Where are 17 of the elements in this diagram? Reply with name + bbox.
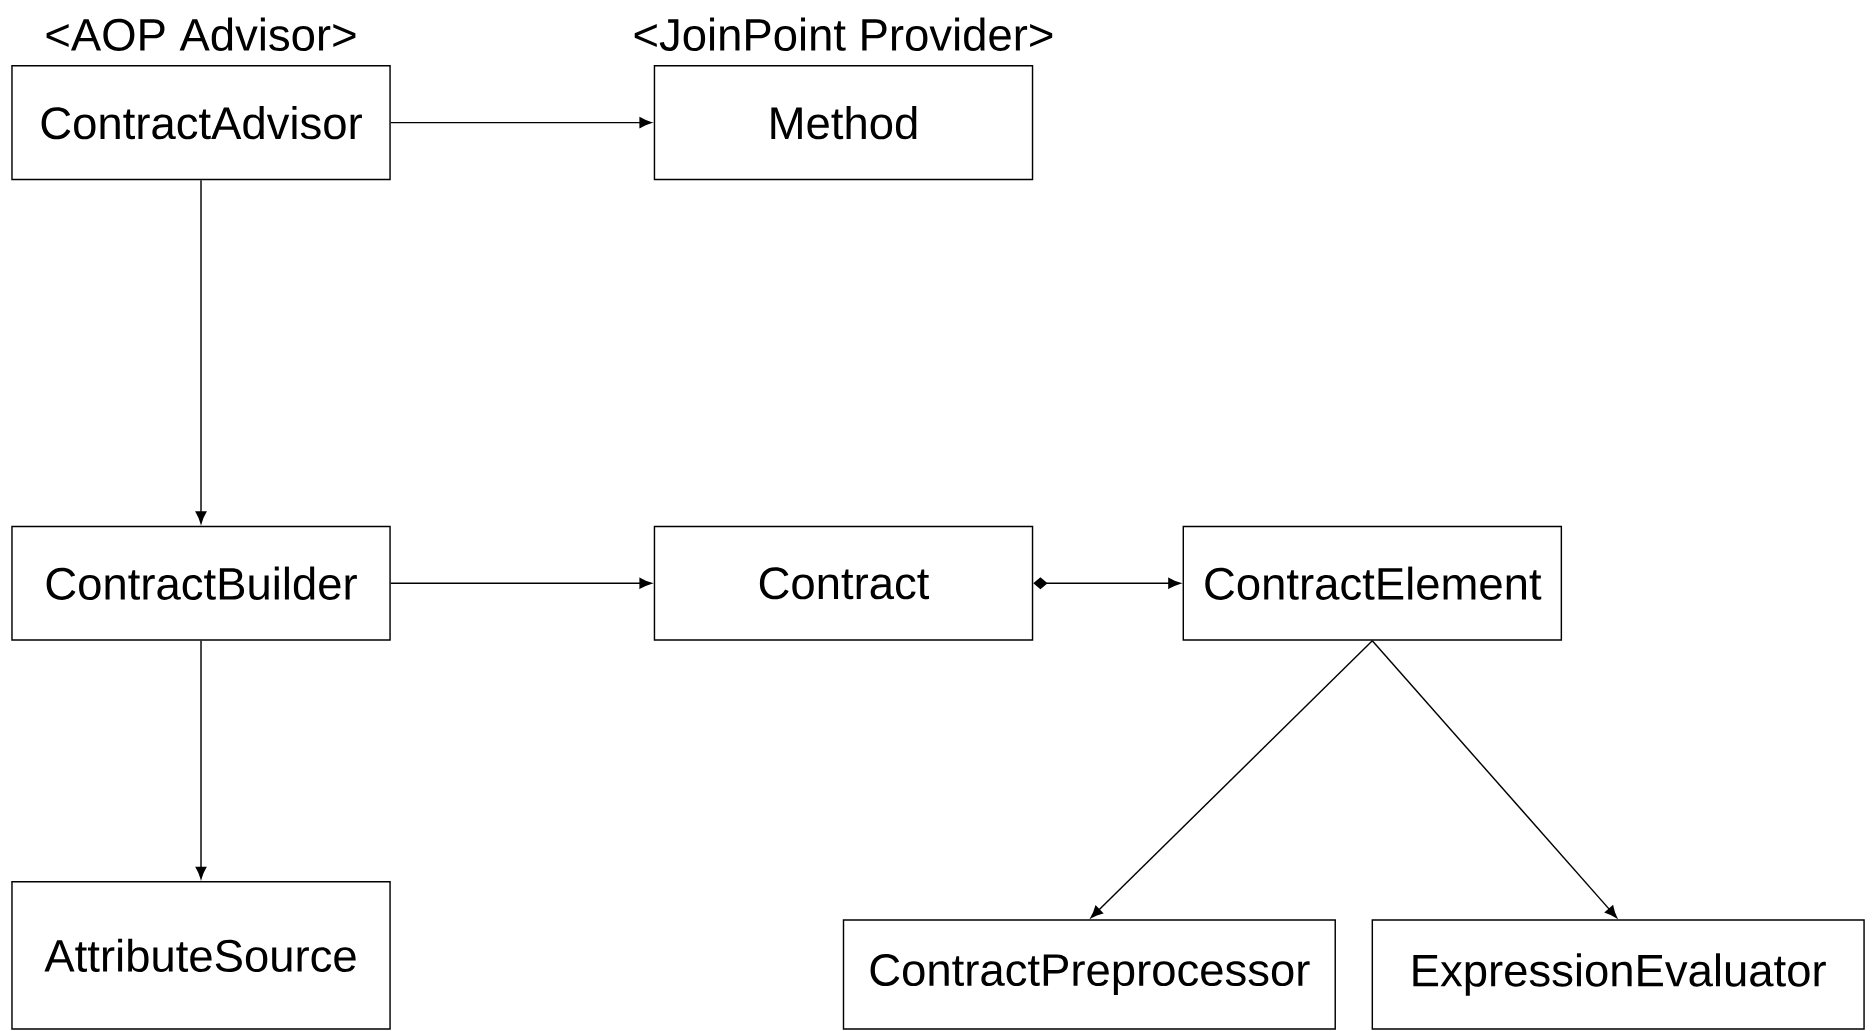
class-box: ContractElement <box>1182 525 1563 641</box>
class-box: ExpressionEvaluator <box>1371 919 1865 1030</box>
stereotype-label: <AOP Advisor> <box>46 17 356 51</box>
class-box: AttributeSource <box>11 880 391 1030</box>
class-box: Method <box>653 64 1034 181</box>
arrow <box>1371 639 1618 918</box>
arrow <box>195 639 207 879</box>
arrow <box>195 179 207 524</box>
arrow <box>390 117 652 128</box>
class-box: ContractBuilder <box>11 525 391 641</box>
stereotype-label: <JoinPoint Provider> <box>634 17 1053 51</box>
class-box: ContractPreprocessor <box>842 919 1336 1030</box>
arrow <box>390 577 652 589</box>
arrow <box>1090 639 1374 918</box>
class-box: ContractAdvisor <box>11 64 391 181</box>
class-box: Contract <box>653 525 1034 641</box>
arrow <box>1033 577 1181 590</box>
